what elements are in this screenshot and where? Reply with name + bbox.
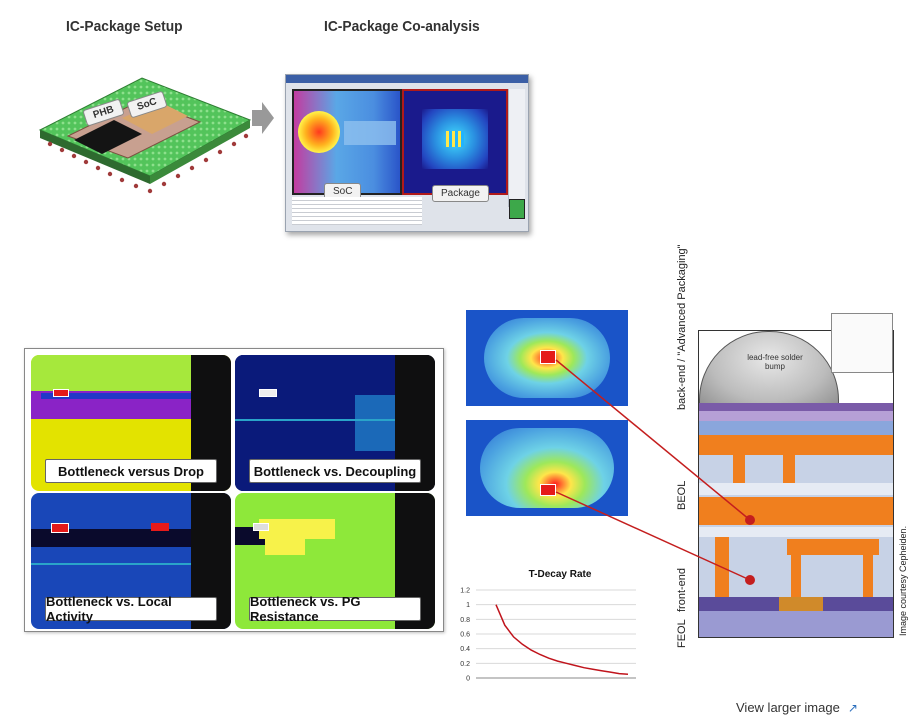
label-feol: FEOL — [676, 619, 688, 648]
soc-heatmap — [292, 89, 402, 195]
coanalysis-window: SoC Package — [285, 74, 529, 232]
cross-section-legend — [831, 313, 893, 373]
tdecay-chart: T-Decay Rate 0 0.2 0.4 0.6 0.8 1 1.2 — [460, 569, 636, 683]
y-tick-label: 0.4 — [460, 646, 470, 653]
package-heatmap — [402, 89, 508, 195]
panel-label: Bottleneck vs. Decoupling — [249, 459, 421, 483]
chip-cross-section: lead-free solder bump — [698, 313, 894, 638]
label-beol: BEOL — [676, 480, 688, 510]
label-back-end: back-end / "Advanced Packaging" — [676, 244, 688, 410]
series-line — [495, 604, 629, 676]
setup-title: IC-Package Setup — [66, 18, 183, 35]
view-larger-link[interactable]: View larger image ↗ — [736, 700, 858, 715]
panel-bottleneck-local-activity: Bottleneck vs. Local Activity — [31, 493, 231, 629]
right-arrow-icon — [252, 102, 274, 134]
window-titlebar — [286, 75, 528, 83]
y-tick-label: 0 — [466, 676, 470, 683]
view-larger-label[interactable]: View larger image — [736, 700, 840, 715]
package-window-label: Package — [432, 185, 489, 202]
window-toolbar — [508, 89, 525, 207]
chart-y-ticks: 0 0.2 0.4 0.6 0.8 1 1.2 — [460, 588, 470, 683]
green-swatch — [509, 199, 525, 219]
bottleneck-figure: Bottleneck versus Drop Bottleneck vs. De… — [24, 348, 444, 632]
heatmap-top — [466, 310, 628, 406]
chart-series — [495, 604, 629, 676]
label-front-end: front-end — [676, 567, 688, 612]
chart-title: T-Decay Rate — [529, 569, 592, 580]
log-panel — [292, 197, 422, 225]
y-tick-label: 0.6 — [460, 632, 470, 639]
ic-package-illustration — [38, 77, 252, 194]
y-tick-label: 1 — [466, 602, 470, 609]
image-courtesy: Image courtesy Cepheiden. — [898, 525, 908, 636]
panel-bottleneck-drop: Bottleneck versus Drop — [31, 355, 231, 491]
coanalysis-title: IC-Package Co-analysis — [324, 18, 480, 35]
solder-bump-label: lead-free solder bump — [747, 353, 803, 371]
y-tick-label: 0.8 — [460, 617, 470, 624]
panel-bottleneck-decoupling: Bottleneck vs. Decoupling — [235, 355, 435, 491]
panel-label: Bottleneck vs. PG Resistance — [249, 594, 421, 624]
external-link-icon: ↗ — [847, 700, 858, 715]
y-tick-label: 1.2 — [460, 588, 470, 595]
heatmap-bottom — [466, 420, 628, 516]
panel-label: Bottleneck vs. Local Activity — [45, 594, 217, 624]
panel-label: Bottleneck versus Drop — [45, 459, 217, 483]
panel-bottleneck-pg-resistance: Bottleneck vs. PG Resistance — [235, 493, 435, 629]
chart-grid — [476, 589, 636, 679]
y-tick-label: 0.2 — [460, 661, 470, 668]
